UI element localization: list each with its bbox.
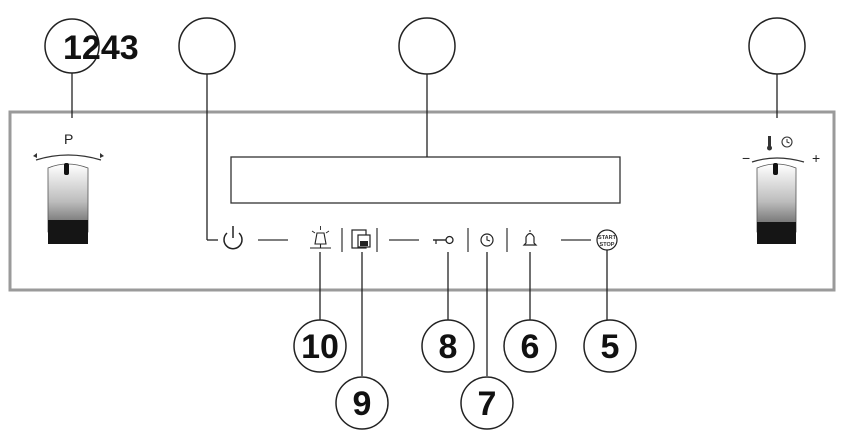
lamp-icon [310, 226, 331, 249]
light-button[interactable] [310, 226, 331, 249]
key-icon [433, 235, 454, 245]
svg-text:7: 7 [478, 385, 497, 423]
power-icon [223, 226, 243, 250]
key-lock-button[interactable] [433, 235, 454, 245]
start-stop-button[interactable]: START STOP [596, 229, 618, 251]
display-window [230, 156, 621, 204]
top-callout-2 [178, 17, 236, 241]
svg-text:8: 8 [439, 328, 458, 366]
thermometer-icon [767, 136, 772, 151]
callout-8: 8 [421, 319, 475, 373]
start-stop-label-stop: STOP [600, 242, 615, 248]
knob-minus-sign: − [742, 150, 750, 166]
program-select-icon [351, 229, 371, 249]
power-button[interactable] [223, 226, 243, 250]
bell-icon [522, 230, 538, 246]
panel-frame [8, 110, 836, 292]
callout-9: 9 [335, 376, 389, 430]
top-callout-1 [44, 18, 100, 118]
alarm-button[interactable] [522, 230, 538, 246]
program-select-button[interactable] [351, 229, 371, 249]
svg-text:9: 9 [353, 385, 372, 423]
knob-plus-sign: + [812, 150, 820, 166]
callout-6: 6 [503, 319, 557, 373]
start-stop-label-start: START [598, 235, 617, 241]
program-knob[interactable]: P [33, 131, 104, 244]
top-callout-3 [398, 17, 456, 157]
callout-10: 10 [293, 319, 347, 373]
program-knob-label: P [64, 131, 73, 147]
timer-icon [480, 233, 494, 247]
callout-5: 5 [583, 319, 637, 373]
clock-icon [781, 136, 793, 148]
timer-button[interactable] [480, 233, 494, 247]
temperature-time-knob[interactable]: − + [742, 136, 820, 244]
top-callout-overlay-text: 1243 [63, 29, 139, 67]
svg-text:10: 10 [301, 328, 339, 366]
top-callout-4 [748, 17, 806, 118]
callout-7: 7 [460, 376, 514, 430]
svg-text:5: 5 [601, 328, 620, 366]
svg-text:6: 6 [521, 328, 540, 366]
